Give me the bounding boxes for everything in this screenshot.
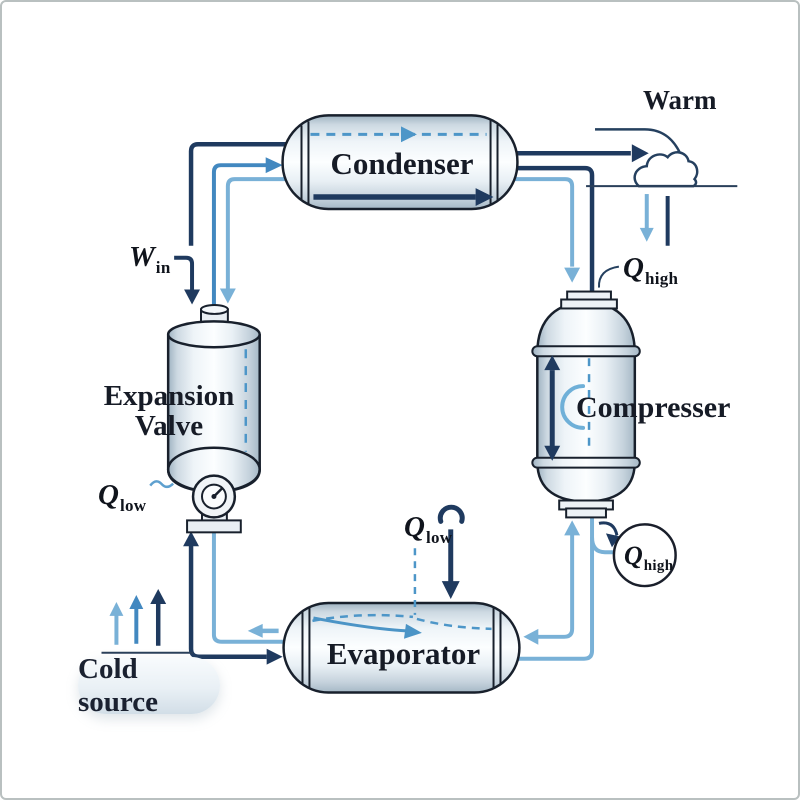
hook-arrow-icon [598,521,619,536]
condenser-tank [281,114,519,211]
arrow-down-into-compressor [564,267,581,283]
cold-arrow1-head [109,601,124,616]
pressure-gauge-icon [186,474,242,534]
arrow-left-into-evaporator [523,628,539,645]
pipe-condenser-to-expansion-light [225,177,291,289]
expansion-valve-label: Expansion Valve [96,381,242,442]
steam-cloud-icon [633,151,699,188]
heat-squiggle-icon [149,480,175,489]
pipe-evaporator-to-valve-light [211,529,289,644]
pipe-evaporator-to-compressor-light [535,534,575,639]
pipe-branch-to-qhigh-circle [590,537,621,555]
warm-label: Warm [643,85,717,115]
cold-arrow2-head [129,595,144,609]
arrow-to-cloud [631,144,649,163]
pipe-condenser-to-compressor-light [511,177,575,267]
evaporator-label: Evaporator [326,636,481,671]
condenser-label: Condenser [330,146,474,181]
arrow-into-condenser-left [265,157,283,174]
w-in-hook-arrow [174,255,195,291]
q-low-hook [437,504,465,524]
expansion-valve-label-line2: Valve [134,410,204,443]
q-high-circle-badge [612,523,677,588]
arrow-w-in-down [184,289,201,305]
pipe-condenser-to-compressor-dark [511,165,595,293]
arrow-up-into-valve [183,531,200,547]
pipe-condenser-left-dark [188,142,291,246]
expansion-valve-tank [166,303,261,493]
q-low-center-label: Qlow [404,511,453,547]
pipe-up-to-valve-dark [188,544,267,659]
q-low-arrow-head [441,581,460,599]
cold-source-label: Cold source [78,652,159,718]
arrow-up-into-compressor-bottom [564,520,581,536]
evaporator-tank [282,601,521,694]
q-low-left-label: Qlow [98,479,147,515]
cold-source-pill: Cold source [78,653,220,718]
q-high-swash [598,265,620,288]
arrow-hook-tip [605,533,620,548]
q-high-top-label: Qhigh [623,252,679,288]
compressor-tank [531,290,641,519]
w-in-label: Win [129,241,171,277]
cold-arrow3-head [150,589,167,604]
pipe-expansion-to-condenser-medium [211,163,268,313]
arrow-into-evaporator-left [266,648,283,665]
pipe-compressor-to-evaporator-light [513,517,595,661]
warm-drop-arrow-head [639,227,654,242]
compressor-label: Compresser [576,391,731,424]
q-high-circle-label: Qhigh [624,541,674,574]
expansion-valve-label-line1: Expansion [103,380,235,412]
arrow-into-valve-neck [219,288,236,304]
arrow-flow-left [247,623,263,638]
